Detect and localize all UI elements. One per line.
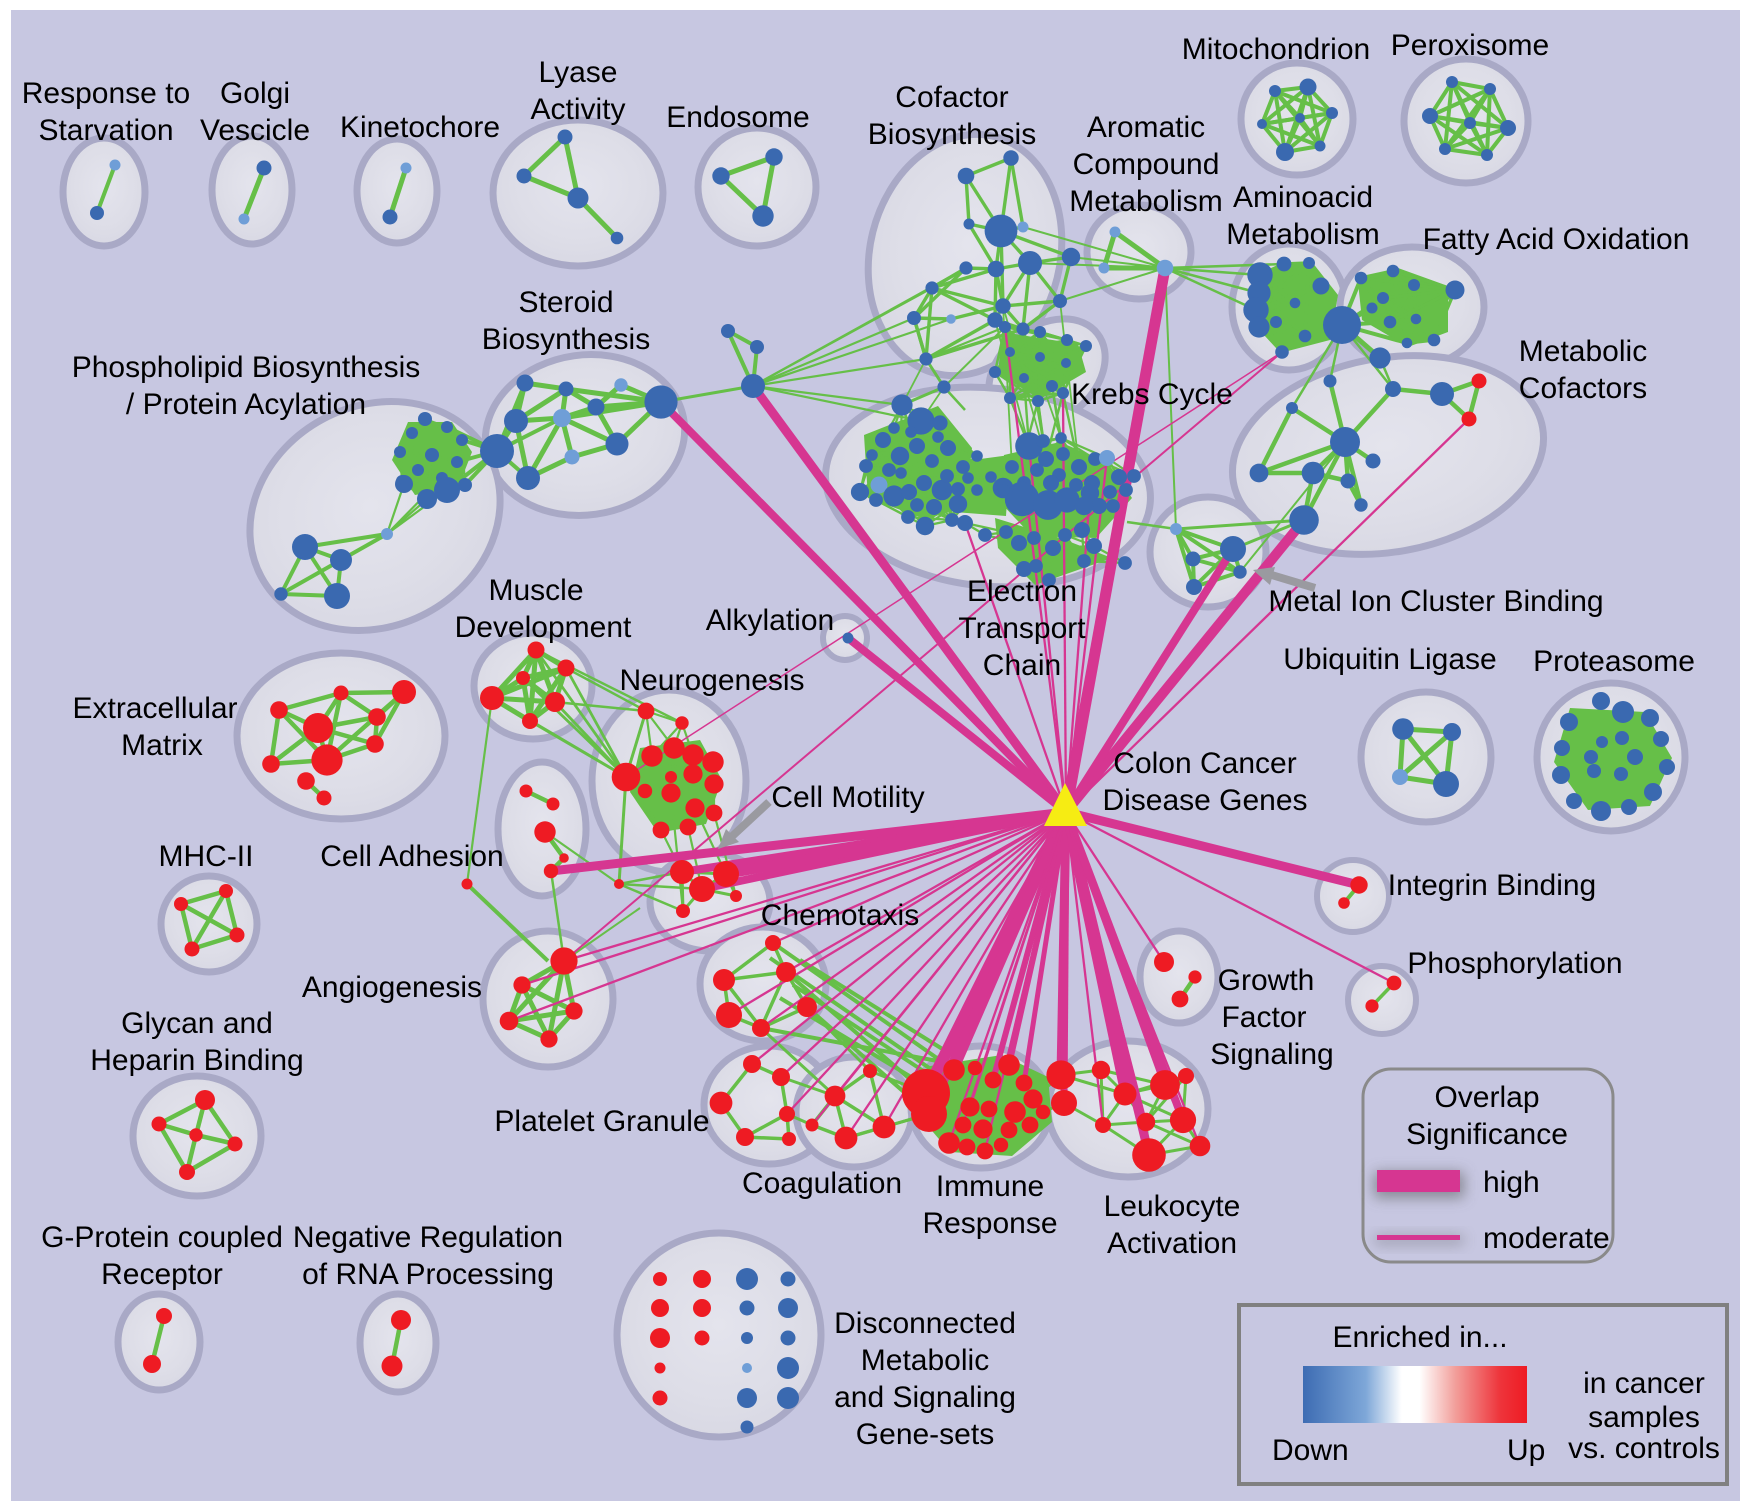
- svg-text:Mitochondrion: Mitochondrion: [1182, 33, 1370, 66]
- svg-text:Response to: Response to: [22, 77, 190, 110]
- svg-text:Angiogenesis: Angiogenesis: [302, 971, 482, 1004]
- svg-text:Krebs Cycle: Krebs Cycle: [1071, 378, 1233, 411]
- svg-text:Growth: Growth: [1218, 964, 1315, 997]
- svg-text:Activity: Activity: [530, 93, 625, 126]
- svg-text:/ Protein Acylation: / Protein Acylation: [126, 388, 366, 421]
- svg-text:Matrix: Matrix: [121, 729, 203, 762]
- svg-text:Peroxisome: Peroxisome: [1391, 29, 1549, 62]
- svg-text:Ubiquitin Ligase: Ubiquitin Ligase: [1283, 643, 1496, 676]
- svg-text:of RNA Processing: of RNA Processing: [302, 1258, 554, 1291]
- svg-text:Cell Motility: Cell Motility: [771, 781, 924, 814]
- svg-text:Significance: Significance: [1406, 1118, 1568, 1151]
- svg-text:Cofactors: Cofactors: [1519, 372, 1647, 405]
- svg-text:Platelet Granule: Platelet Granule: [494, 1105, 709, 1138]
- svg-text:Heparin Binding: Heparin Binding: [90, 1044, 303, 1077]
- svg-text:Metabolic: Metabolic: [1519, 335, 1647, 368]
- svg-text:Leukocyte: Leukocyte: [1104, 1190, 1241, 1223]
- svg-text:Signaling: Signaling: [1210, 1038, 1333, 1071]
- svg-text:in cancer: in cancer: [1583, 1367, 1705, 1400]
- svg-text:Coagulation: Coagulation: [742, 1167, 902, 1200]
- svg-text:Phospholipid Biosynthesis: Phospholipid Biosynthesis: [72, 351, 421, 384]
- svg-text:Aminoacid: Aminoacid: [1233, 181, 1373, 214]
- svg-text:Alkylation: Alkylation: [706, 604, 834, 637]
- svg-text:Metabolism: Metabolism: [1069, 185, 1222, 218]
- svg-text:Negative Regulation: Negative Regulation: [293, 1221, 563, 1254]
- svg-text:Aromatic: Aromatic: [1087, 111, 1205, 144]
- svg-text:Starvation: Starvation: [38, 114, 173, 147]
- svg-text:Transport: Transport: [958, 612, 1086, 645]
- svg-text:MHC-II: MHC-II: [159, 840, 254, 873]
- svg-text:Chain: Chain: [983, 649, 1061, 682]
- svg-text:Muscle: Muscle: [488, 574, 583, 607]
- svg-text:Receptor: Receptor: [101, 1258, 223, 1291]
- svg-text:Metabolism: Metabolism: [1226, 218, 1379, 251]
- svg-text:Disease Genes: Disease Genes: [1102, 784, 1307, 817]
- svg-text:Lyase: Lyase: [539, 56, 618, 89]
- svg-text:Phosphorylation: Phosphorylation: [1407, 947, 1622, 980]
- svg-text:and Signaling: and Signaling: [834, 1381, 1016, 1414]
- svg-text:Steroid: Steroid: [518, 286, 613, 319]
- svg-text:Overlap: Overlap: [1434, 1081, 1539, 1114]
- svg-text:Down: Down: [1272, 1434, 1349, 1467]
- svg-text:Compound: Compound: [1073, 148, 1220, 181]
- svg-text:Proteasome: Proteasome: [1533, 645, 1695, 678]
- svg-text:Colon Cancer: Colon Cancer: [1113, 747, 1296, 780]
- svg-text:Integrin Binding: Integrin Binding: [1388, 869, 1596, 902]
- svg-text:Enriched in...: Enriched in...: [1332, 1321, 1507, 1354]
- svg-text:Extracellular: Extracellular: [72, 692, 237, 725]
- svg-text:Neurogenesis: Neurogenesis: [619, 664, 804, 697]
- svg-text:Golgi: Golgi: [220, 77, 290, 110]
- svg-text:Endosome: Endosome: [666, 101, 809, 134]
- svg-text:vs. controls: vs. controls: [1568, 1432, 1720, 1465]
- svg-text:Biosynthesis: Biosynthesis: [868, 118, 1036, 151]
- svg-text:Vescicle: Vescicle: [200, 114, 310, 147]
- svg-text:Disconnected: Disconnected: [834, 1307, 1016, 1340]
- svg-text:Gene-sets: Gene-sets: [856, 1418, 994, 1451]
- svg-text:Glycan and: Glycan and: [121, 1007, 273, 1040]
- svg-text:samples: samples: [1588, 1401, 1700, 1434]
- svg-text:G-Protein coupled: G-Protein coupled: [41, 1221, 283, 1254]
- svg-text:Factor: Factor: [1221, 1001, 1306, 1034]
- svg-text:Metal Ion Cluster Binding: Metal Ion Cluster Binding: [1268, 585, 1603, 618]
- svg-text:Immune: Immune: [936, 1170, 1044, 1203]
- svg-text:Development: Development: [455, 611, 632, 644]
- svg-text:Electron: Electron: [967, 575, 1077, 608]
- svg-text:Cofactor: Cofactor: [895, 81, 1008, 114]
- svg-text:Chemotaxis: Chemotaxis: [761, 899, 919, 932]
- svg-text:Activation: Activation: [1107, 1227, 1237, 1260]
- svg-text:Metabolic: Metabolic: [861, 1344, 989, 1377]
- svg-text:Cell Adhesion: Cell Adhesion: [320, 840, 503, 873]
- svg-text:Biosynthesis: Biosynthesis: [482, 323, 650, 356]
- svg-text:Response: Response: [922, 1207, 1057, 1240]
- svg-text:Fatty Acid Oxidation: Fatty Acid Oxidation: [1423, 223, 1690, 256]
- svg-text:moderate: moderate: [1483, 1222, 1610, 1255]
- svg-text:Up: Up: [1507, 1434, 1545, 1467]
- svg-text:high: high: [1483, 1166, 1540, 1199]
- svg-text:Kinetochore: Kinetochore: [340, 111, 500, 144]
